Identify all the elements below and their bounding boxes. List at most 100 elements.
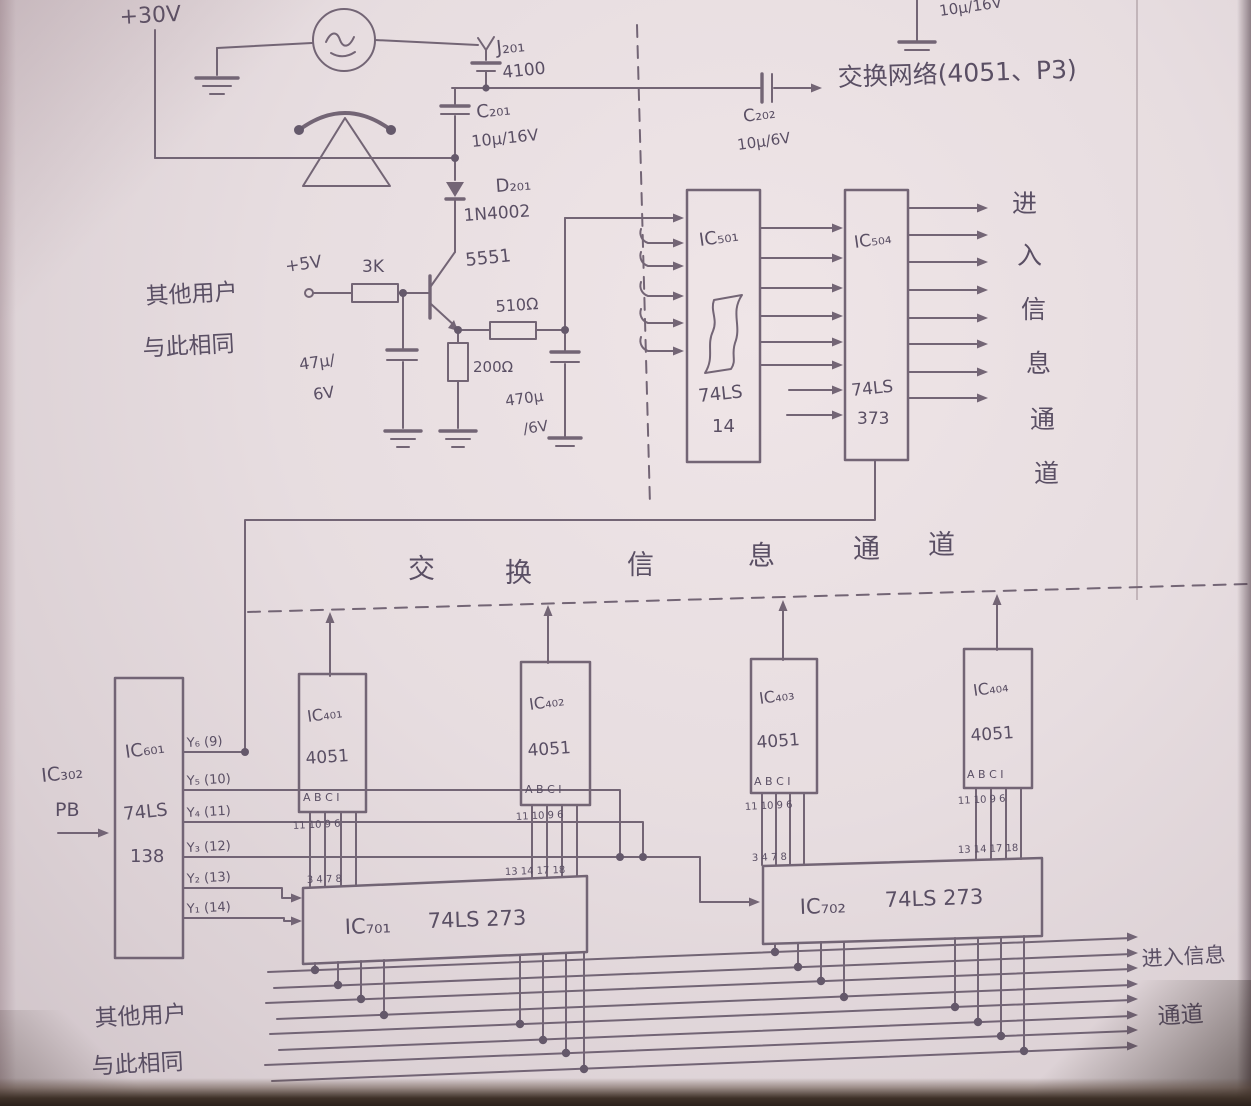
- ic404-pins: A B C I: [967, 768, 1004, 781]
- ic601-output-label: Y₅ (10): [185, 772, 231, 789]
- ic702-ref: IC₇₀₂: [799, 893, 846, 919]
- c-base-value-2: 6V: [312, 382, 336, 404]
- ic501-ref: IC₅₀₁: [698, 225, 740, 251]
- ic701-pins-left: 3 4 7 8: [307, 874, 342, 886]
- ic501-box: [685, 188, 762, 464]
- ic403-pins: A B C I: [754, 775, 791, 788]
- ic601-output-label: Y₄ (11): [185, 804, 231, 821]
- enter-channel-char: 进: [1012, 189, 1037, 218]
- ic701-pins-right: 13 14 17 18: [505, 865, 566, 878]
- ic601-output-labels: Y₆ (9) Y₅ (10) Y₄ (11) Y₃ (12) Y₂ (13) Y…: [185, 734, 231, 917]
- ic702-box: [761, 856, 1044, 946]
- ic401-pins: A B C I: [303, 791, 340, 804]
- ic501-number: 14: [712, 416, 735, 437]
- r-base-value: 3K: [362, 257, 385, 277]
- ic401-chip: 4051: [305, 746, 350, 769]
- ic501-to-ic504-wires: [759, 227, 839, 416]
- c201-ref: C₂₀₁: [475, 99, 511, 123]
- ic302-port: PB: [55, 799, 80, 821]
- enter-channel-char: 信: [1021, 295, 1046, 324]
- resistor-200-symbol: [438, 329, 478, 448]
- corner-cap-value: 10μ/16V: [938, 0, 1004, 20]
- exchange-channel-char: 信: [627, 550, 654, 581]
- exchange-channel-label: 交 换 信 息 通 道: [408, 530, 955, 589]
- ic702-chip: 74LS 273: [884, 885, 983, 912]
- other-users-note-bottom-2: 与此相同: [91, 1049, 184, 1080]
- ic601-output-label: Y₁ (14): [185, 900, 231, 917]
- ic601-ref: IC₆₀₁: [124, 737, 166, 763]
- capacitor-base-symbol: [383, 292, 423, 448]
- latch-bus-stubs: [314, 935, 1025, 1070]
- c201-value: 10μ/16V: [470, 125, 539, 151]
- ic401-ref: IC₄₀₁: [306, 702, 343, 726]
- capacitor-c202-symbol: [760, 72, 817, 104]
- ic404-box: [962, 647, 1034, 790]
- mux-select-wires: [309, 787, 1022, 887]
- capacitor-c201-symbol: [439, 104, 471, 159]
- enter-channel-char: 息: [1026, 349, 1051, 378]
- resistor-3k-symbol: [304, 283, 399, 303]
- wires-top-bus: [451, 87, 761, 105]
- dashed-exchange-channel-line: [247, 583, 1249, 613]
- ic402-box: [519, 660, 592, 807]
- j201-value: 4100: [501, 59, 546, 83]
- ic702-pins-left: 3 4 7 8: [752, 852, 787, 864]
- bus-lines: [264, 937, 1133, 1082]
- c-out-value-1: 470μ: [504, 387, 545, 410]
- dashed-divider-vertical: [636, 24, 651, 506]
- j201-ref: J₂₀₁: [494, 34, 526, 59]
- ic701-chip: 74LS 273: [427, 906, 526, 933]
- v5-label: +5V: [284, 252, 323, 277]
- c-base-value-1: 47μ/: [298, 350, 337, 374]
- enter-info-bottom-2: 通道: [1157, 1002, 1204, 1030]
- exchange-channel-char: 交: [408, 554, 435, 585]
- ic504-family: 74LS: [850, 377, 894, 401]
- ic402-pin-numbers: 11 10 9 6: [516, 810, 564, 823]
- ic402-ref: IC₄₀₂: [528, 690, 565, 714]
- ic701-ref: IC₇₀₁: [344, 913, 391, 939]
- ic504-ref: IC₅₀₄: [853, 228, 893, 253]
- ic504-number: 373: [857, 409, 889, 429]
- d201-ref: D₂₀₁: [495, 174, 532, 197]
- ic601-number: 138: [130, 846, 164, 867]
- ic504-output-wires: [907, 207, 984, 399]
- transistor-value: 5551: [464, 245, 512, 271]
- ic302-ref: IC₃₀₂: [40, 761, 84, 787]
- capacitor-corner-symbol: [897, 0, 937, 51]
- exchange-channel-char: 道: [928, 530, 955, 561]
- exchange-channel-char: 通: [853, 534, 880, 565]
- ic601-family: 74LS: [122, 799, 168, 825]
- ic701-box: [301, 874, 589, 966]
- other-users-note-top-1: 其他用户: [145, 279, 238, 310]
- c202-ref: C₂₀₂: [742, 103, 777, 127]
- ic601-output-label: Y₆ (9): [185, 734, 222, 751]
- ic501-family: 74LS: [697, 381, 743, 407]
- c-out-value-2: /6V: [522, 417, 550, 438]
- other-users-note-bottom-1: 其他用户: [94, 1001, 187, 1032]
- transistor-symbol: [397, 251, 458, 331]
- ac-source-symbol: [312, 8, 376, 72]
- exchange-network-label: 交换网络(4051、P3): [837, 55, 1077, 92]
- ic402-chip: 4051: [527, 738, 572, 761]
- resistor-510-symbol: [457, 321, 566, 340]
- ic501-input-wires: [639, 228, 681, 352]
- ic403-ref: IC₄₀₃: [758, 684, 795, 708]
- ic403-pin-numbers: 11 10 9 6: [745, 800, 793, 813]
- exchange-channel-char: 换: [505, 558, 532, 589]
- ic401-box: [297, 672, 368, 814]
- ic504-box: [843, 188, 910, 462]
- ic601-output-label: Y₂ (13): [185, 870, 231, 887]
- ic403-chip: 4051: [756, 730, 801, 753]
- ic403-box: [749, 657, 819, 795]
- wires-top-left: [154, 29, 479, 159]
- jack-j201-symbol: [470, 36, 502, 89]
- ic601-box: [113, 676, 185, 960]
- ground-symbol: [194, 76, 240, 95]
- r200-value: 200Ω: [473, 358, 513, 376]
- d201-value: 1N4002: [463, 201, 531, 226]
- break-symbol: [704, 294, 743, 374]
- enter-channel-char: 入: [1017, 241, 1042, 270]
- ic404-pin-numbers: 11 10 9 6: [958, 794, 1006, 807]
